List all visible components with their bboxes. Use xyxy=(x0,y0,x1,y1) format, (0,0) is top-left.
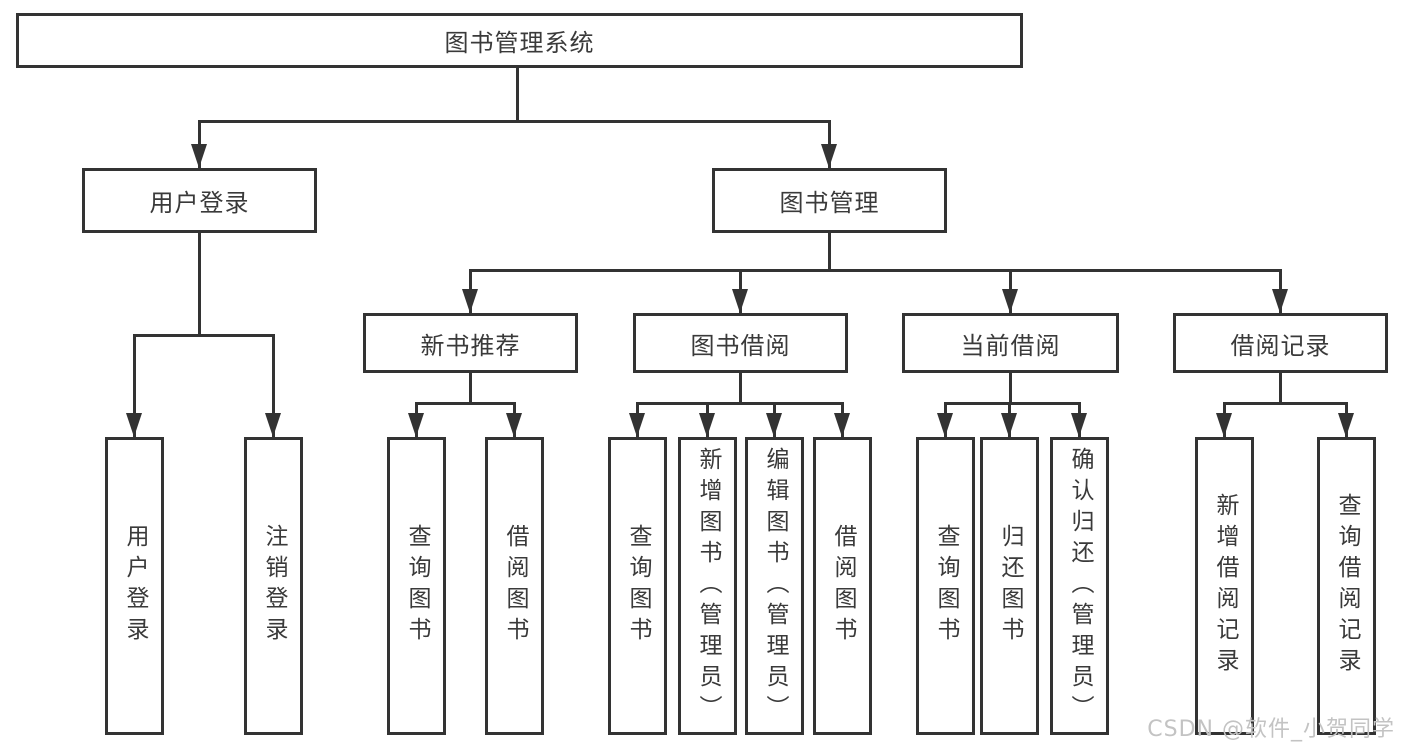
connector-line xyxy=(415,402,516,405)
csdn-watermark: CSDN @软件_小贺同学 xyxy=(1147,717,1395,742)
leaf-query-books-current: 查询图书 xyxy=(916,437,975,735)
arrow-down-icon xyxy=(1002,289,1018,313)
leaf-add-borrow-record: 新增借阅记录 xyxy=(1195,437,1254,735)
arrow-down-icon xyxy=(699,413,715,437)
leaf-query-borrow-record: 查询借阅记录 xyxy=(1317,437,1376,735)
node-book-management: 图书管理 xyxy=(712,168,947,233)
arrow-down-icon xyxy=(1338,413,1354,437)
node-borrowing-records: 借阅记录 xyxy=(1173,313,1388,373)
node-current-borrowing: 当前借阅 xyxy=(902,313,1119,373)
connector-line xyxy=(1009,372,1012,405)
leaf-logout: 注销登录 xyxy=(244,437,303,735)
arrow-down-icon xyxy=(629,413,645,437)
connector-line xyxy=(828,233,831,272)
leaf-return-books: 归还图书 xyxy=(980,437,1039,735)
connector-line xyxy=(1279,372,1282,405)
connector-line xyxy=(198,233,201,337)
node-book-borrowing: 图书借阅 xyxy=(633,313,848,373)
connector-line xyxy=(516,68,519,122)
node-new-book-recommendation: 新书推荐 xyxy=(363,313,578,373)
arrow-down-icon xyxy=(937,413,953,437)
connector-line xyxy=(133,334,136,437)
arrow-down-icon xyxy=(191,144,207,168)
connector-line xyxy=(198,120,831,123)
arrow-down-icon xyxy=(462,289,478,313)
arrow-down-icon xyxy=(1071,413,1087,437)
arrow-down-icon xyxy=(408,413,424,437)
connector-line xyxy=(133,334,275,337)
connector-line xyxy=(272,334,275,437)
leaf-user-login: 用户登录 xyxy=(105,437,164,735)
leaf-add-books-admin: 新增图书（管理员） xyxy=(678,437,737,735)
arrow-down-icon xyxy=(1272,289,1288,313)
arrow-down-icon xyxy=(1216,413,1232,437)
leaf-query-books-borrowing: 查询图书 xyxy=(608,437,667,735)
connector-line xyxy=(944,402,1081,405)
arrow-down-icon xyxy=(821,144,837,168)
arrow-down-icon xyxy=(766,413,782,437)
connector-line xyxy=(1223,402,1348,405)
arrow-down-icon xyxy=(1001,413,1017,437)
connector-line xyxy=(469,269,1282,272)
arrow-down-icon xyxy=(506,413,522,437)
leaf-edit-books-admin: 编辑图书（管理员） xyxy=(745,437,804,735)
arrow-down-icon xyxy=(732,289,748,313)
leaf-borrow-books-borrowing: 借阅图书 xyxy=(813,437,872,735)
connector-line xyxy=(636,402,844,405)
leaf-borrow-books-recommend: 借阅图书 xyxy=(485,437,544,735)
arrow-down-icon xyxy=(834,413,850,437)
connector-line xyxy=(739,372,742,405)
connector-line xyxy=(469,372,472,405)
leaf-query-books-recommend: 查询图书 xyxy=(387,437,446,735)
node-user-login: 用户登录 xyxy=(82,168,317,233)
leaf-confirm-return-admin: 确认归还（管理员） xyxy=(1050,437,1109,735)
arrow-down-icon xyxy=(126,413,142,437)
node-root-system: 图书管理系统 xyxy=(16,13,1023,68)
arrow-down-icon xyxy=(265,413,281,437)
